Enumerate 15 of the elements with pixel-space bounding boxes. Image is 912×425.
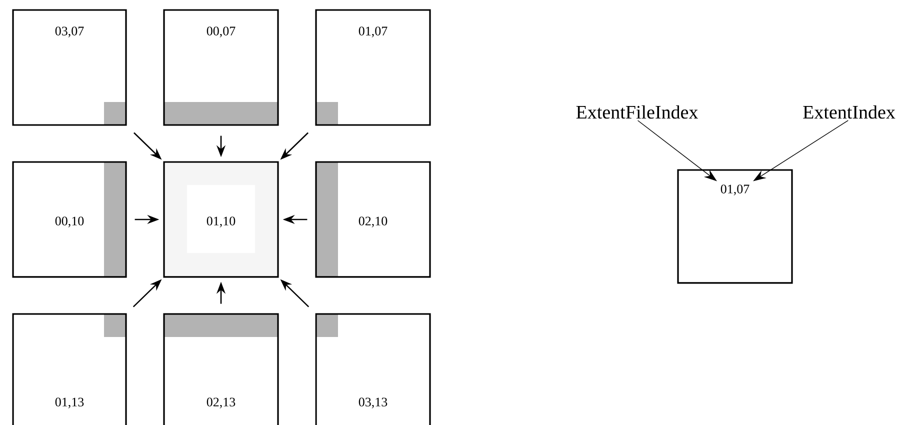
node-label: 03,13 [358, 398, 388, 408]
tile-box: 02,13 [163, 313, 279, 425]
index-label: ExtentIndex [803, 105, 896, 119]
tile-box: 01,07 [677, 169, 793, 284]
node-label: 02,13 [206, 398, 236, 408]
tile-box: 03,13 [315, 313, 431, 425]
tile-box: 01,07 [315, 9, 431, 126]
index-label: ExtentFileIndex [576, 105, 698, 119]
tile-box: 00,07 [163, 9, 279, 126]
tile-box: 03,07 [12, 9, 127, 126]
tile-box: 02,10 [315, 161, 431, 278]
center-tile-box: 01,10 [163, 161, 279, 278]
node-label: 01,13 [55, 398, 84, 408]
tile-box: 01,13 [12, 313, 127, 425]
tile-box: 00,10 [12, 161, 127, 278]
